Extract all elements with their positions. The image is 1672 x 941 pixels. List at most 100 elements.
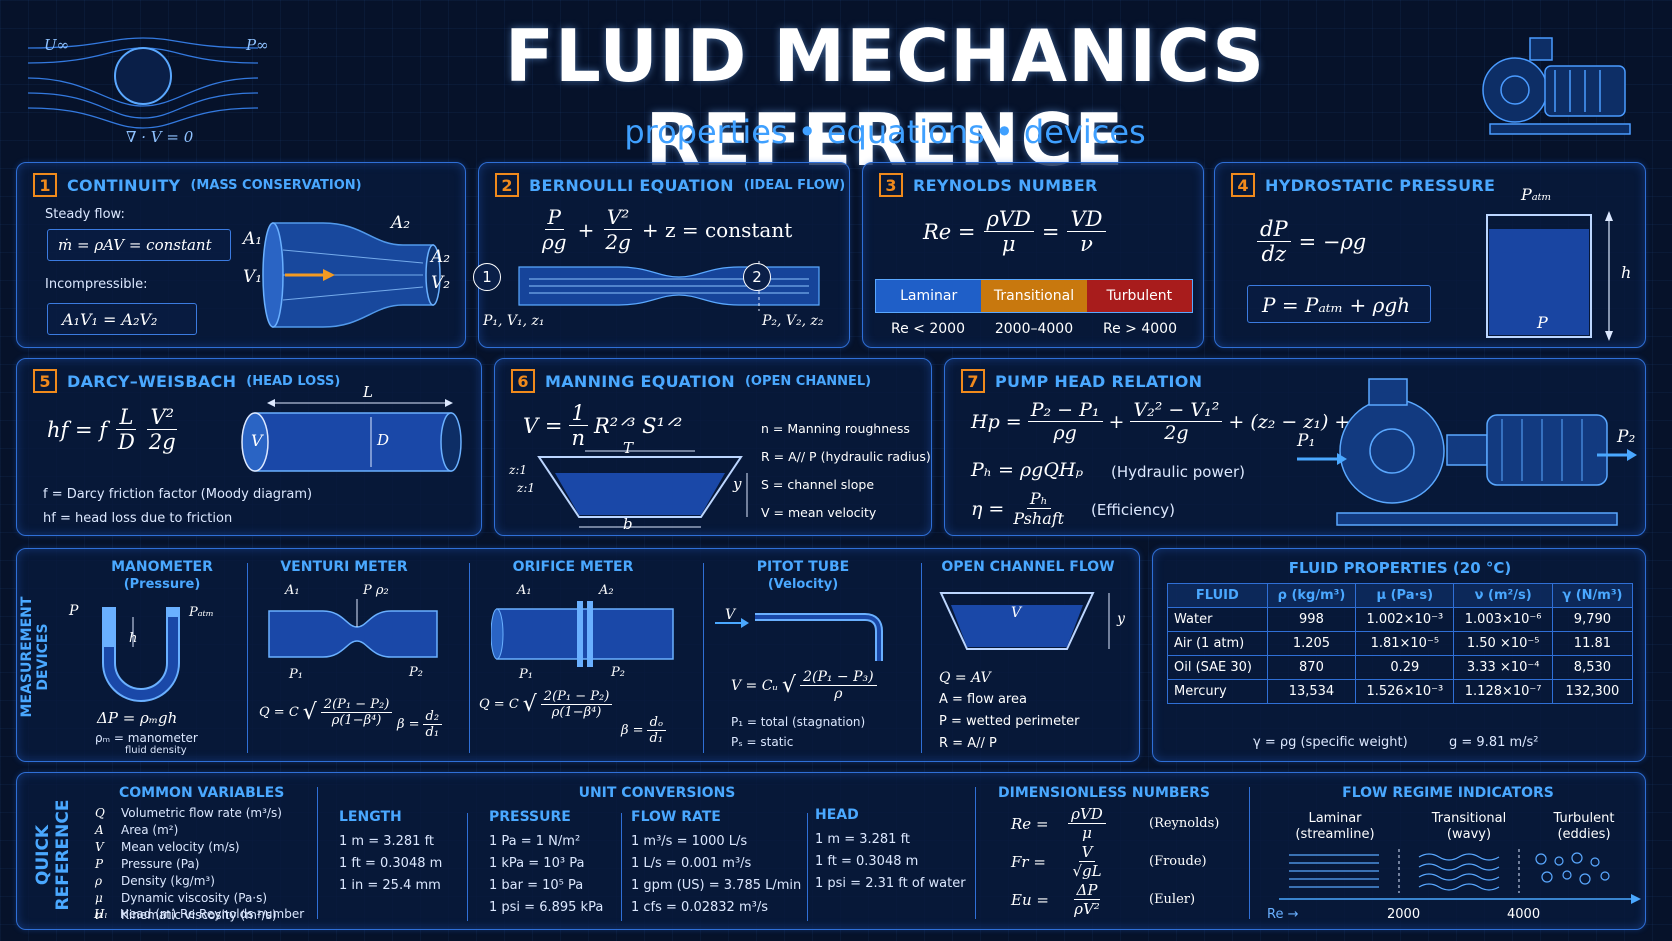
divider bbox=[469, 563, 470, 753]
page-subtitle: properties • equations • devices bbox=[624, 113, 1146, 151]
head-loss-note: hf = head loss due to friction bbox=[43, 511, 233, 526]
point-2-marker: 2 bbox=[743, 263, 771, 291]
a2-side-label: A₂ bbox=[431, 247, 451, 267]
open-line-3: P = wetted perimeter bbox=[939, 714, 1080, 729]
steady-equation-box: ṁ = ρAV = constant bbox=[47, 229, 231, 261]
orifice-title: ORIFICE METER bbox=[512, 559, 634, 575]
v2-label: V₂ bbox=[431, 273, 451, 293]
divider bbox=[703, 563, 704, 753]
hydraulic-power-equation: Pₕ = ρgQHₚ bbox=[971, 459, 1084, 481]
hydrostatic-equation-box: P = Pₐₜₘ + ρgh bbox=[1247, 285, 1431, 323]
panel-fluid-properties: FLUID PROPERTIES (20 °C) FLUID ρ (kg/m³)… bbox=[1152, 548, 1646, 762]
gravity-note: g = 9.81 m/s² bbox=[1449, 735, 1539, 750]
manometer-p-label: P bbox=[69, 603, 79, 619]
panel-title: BERNOULLI EQUATION bbox=[529, 175, 734, 195]
band-transitional: Transitional bbox=[981, 280, 1087, 312]
pump-inlet-label: P₁ bbox=[1297, 431, 1316, 451]
venturi-a1-label: A₁ bbox=[285, 583, 300, 598]
patm-label: Pₐₜₘ bbox=[1521, 185, 1552, 204]
devices-side-label: MEASUREMENT DEVICES bbox=[19, 596, 51, 718]
regime-turbulent: Turbulent(eddies) bbox=[1553, 811, 1615, 842]
panel-subtitle: (OPEN CHANNEL) bbox=[744, 373, 872, 389]
divider bbox=[975, 787, 976, 919]
regime-band: Laminar Transitional Turbulent bbox=[875, 279, 1193, 313]
range-transitional: 2000–4000 bbox=[994, 321, 1074, 337]
panel-title: CONTINUITY bbox=[67, 175, 181, 195]
side-slope-label-2: z:1 bbox=[517, 481, 535, 495]
incompressible-equation-box: A₁V₁ = A₂V₂ bbox=[47, 303, 197, 335]
panel-number: 2 bbox=[495, 173, 519, 197]
header: U∞ P∞ ∇ · V = 0 FLUID MECHANICS REFERENC… bbox=[0, 0, 1672, 182]
panel-number: 3 bbox=[879, 173, 903, 197]
venturi-equation: Q = C √ 2(P₁ − P₂)ρ(1−β⁴) bbox=[259, 697, 393, 728]
regime-title: FLOW REGIME INDICATORS bbox=[1342, 785, 1554, 801]
regime-ranges: Re < 2000 2000–4000 Re > 4000 bbox=[875, 321, 1193, 337]
efficiency-note: (Efficiency) bbox=[1091, 501, 1175, 519]
open-line-1: Q = AV bbox=[939, 670, 991, 686]
range-turbulent: Re > 4000 bbox=[1103, 321, 1177, 337]
band-laminar: Laminar bbox=[876, 280, 982, 312]
divider bbox=[1249, 787, 1250, 919]
pipe-diameter-label: D bbox=[377, 431, 390, 449]
panel-title: HYDROSTATIC PRESSURE bbox=[1265, 175, 1496, 195]
header-density: ρ (kg/m³) bbox=[1266, 583, 1357, 608]
venturi-streamline-icon bbox=[518, 261, 820, 311]
divergence-equation: ∇ · V = 0 bbox=[126, 128, 194, 146]
steady-equation: ṁ = ρAV = constant bbox=[58, 236, 212, 254]
orifice-p1-label: P₁ bbox=[519, 667, 533, 682]
tick-4000: 4000 bbox=[1507, 907, 1541, 922]
panel-subtitle: (IDEAL FLOW) bbox=[743, 177, 846, 193]
re-axis-label: Re → bbox=[1267, 907, 1299, 922]
dim-froude: Fr = V√gL (Froude) bbox=[1011, 843, 1207, 880]
divider bbox=[247, 563, 248, 753]
units-head-title: HEAD bbox=[815, 807, 859, 823]
page-title: FLUID MECHANICS REFERENCE bbox=[504, 14, 1266, 182]
bottom-pressure-label: P bbox=[1537, 313, 1548, 332]
open-line-2: A = flow area bbox=[939, 692, 1027, 707]
quick-side-label: QUICK REFERENCE bbox=[33, 799, 73, 911]
legend-v: V = mean velocity bbox=[761, 505, 877, 520]
properties-title: FLUID PROPERTIES (20 °C) bbox=[1288, 559, 1512, 577]
band-turbulent: Turbulent bbox=[1086, 280, 1192, 312]
hydraulic-power-note: (Hydraulic power) bbox=[1111, 463, 1245, 481]
flow-regime-icon bbox=[1279, 849, 1641, 904]
panel-number: 4 bbox=[1231, 173, 1255, 197]
friction-factor-note: f = Darcy friction factor (Moody diagram… bbox=[43, 487, 313, 502]
specific-weight-note: γ = ρg (specific weight) bbox=[1253, 735, 1408, 750]
panel-number: 5 bbox=[33, 369, 57, 393]
properties-table: FLUID ρ (kg/m³) μ (Pa·s) ν (m²/s) γ (N/m… bbox=[1167, 583, 1634, 704]
units-flow-title: FLOW RATE bbox=[631, 809, 721, 825]
panel-number: 6 bbox=[511, 369, 535, 393]
manometer-patm-label: Pₐₜₘ bbox=[189, 605, 214, 620]
panel-title: PUMP HEAD RELATION bbox=[995, 371, 1203, 391]
manometer-note-1: ρₘ = manometer bbox=[95, 731, 198, 745]
pitot-equation: V = Cᵤ √ 2(P₁ − P₃)ρ bbox=[731, 669, 877, 702]
v1-label: V₁ bbox=[243, 267, 263, 287]
regime-transitional: Transitional(wavy) bbox=[1431, 811, 1507, 842]
manometer-equation: ΔP = ρₘgh bbox=[97, 709, 178, 727]
header-fluid: FLUID bbox=[1167, 583, 1268, 608]
pitot-title: PITOT TUBE bbox=[756, 559, 850, 575]
top-width-label: T bbox=[623, 439, 634, 457]
panel-number: 1 bbox=[33, 173, 57, 197]
open-line-4: R = A// P bbox=[939, 736, 997, 751]
venturi-title: VENTURI METER bbox=[280, 559, 408, 575]
manning-legend: n = Manning roughness R = A// P (hydraul… bbox=[761, 415, 931, 527]
divider bbox=[317, 787, 318, 919]
incompressible-label: Incompressible: bbox=[45, 277, 148, 292]
pipe-icon bbox=[241, 399, 462, 472]
